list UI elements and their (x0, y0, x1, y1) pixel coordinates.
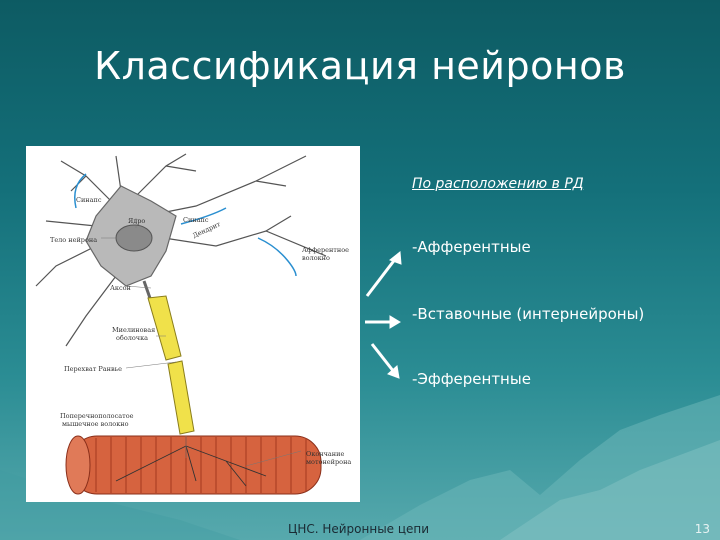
myelin-segment (167, 360, 195, 435)
label-cell-body: Тело нейрона (50, 236, 97, 244)
arrow-down-icon (370, 343, 396, 373)
label-afferent-fiber: Афферентное (302, 246, 349, 254)
label-synapse-right: Синапс (183, 216, 209, 224)
myelin-segment (147, 295, 182, 361)
neuron-diagram: Синапс Ядро Тело нейрона Синапс Дендрит … (26, 146, 360, 502)
classification-arrows (365, 251, 402, 379)
label-endings: Окончание (306, 450, 344, 458)
list-item-afferent: -Афферентные (412, 238, 531, 256)
label-ranvier: Перехват Ранвье (64, 365, 122, 373)
label-nucleus: Ядро (128, 217, 145, 225)
label-muscle-fiber: Поперечнополосатое (60, 412, 134, 420)
muscle-fiber (65, 435, 322, 495)
neuron-illustration: Синапс Ядро Тело нейрона Синапс Дендрит … (35, 153, 351, 495)
label-muscle-fiber-2: мышечное волокно (62, 420, 129, 428)
label-synapse: Синапс (76, 196, 102, 204)
footer-caption: ЦНС. Нейронные цепи (288, 522, 430, 536)
list-item-interneurons: -Вставочные (интернейроны) (412, 305, 645, 323)
list-item-efferent: -Эфферентные (412, 370, 531, 388)
classification-heading: По расположению в РД (412, 176, 584, 192)
dendrites (35, 153, 327, 347)
leader-lines (101, 218, 302, 467)
afferent-fibers (74, 173, 297, 277)
nucleus (115, 224, 153, 252)
arrow-up-icon (365, 257, 398, 297)
label-afferent-fiber-2: волокно (302, 254, 330, 262)
page-number: 13 (694, 522, 710, 536)
label-myelin-2: оболочка (116, 334, 148, 342)
label-axon: Аксон (110, 284, 131, 292)
label-myelin: Миелиновая (112, 326, 155, 334)
label-endings-2: мотонейрона (306, 458, 351, 466)
slide-title: Классификация нейронов (94, 44, 626, 88)
